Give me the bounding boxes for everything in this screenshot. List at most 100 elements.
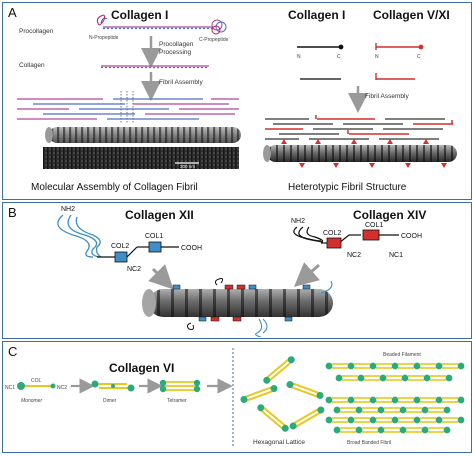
panel-b: B Collagen XII Collagen XIV NH2 COL2 COL… [2,202,472,339]
xiv-nc2-label: NC2 [347,252,361,259]
collagen-i-title: Collagen I [111,8,168,22]
filament-bead [399,426,407,434]
collagen-v-xi-molecule: N C [375,43,424,60]
filament-bead [325,416,333,424]
heterotypic-molecules [265,115,453,140]
xii-col2-label: COL2 [111,243,129,250]
tetramer-label: Tetramer [167,398,187,404]
n-label-right: N [375,54,379,60]
xiv-nh2-label: NH2 [291,218,305,225]
xiv-col2-box [326,237,342,249]
filament-bead [413,362,421,370]
xii-cooh-label: COOH [181,245,202,252]
filament-bead [413,416,421,424]
collagen-v-short [375,73,415,80]
filament-bead [347,396,355,404]
hexagonal-lattice [240,356,325,432]
xiv-cooh-label: COOH [401,233,422,240]
scale-bar-label: 300 nm [180,164,195,169]
collagen-xiv-title: Collagen XIV [353,208,426,222]
processing-label-1: Procollagen [159,41,194,48]
nc2-label: NC2 [57,385,67,391]
collagen-i-title-right: Collagen I [288,8,345,22]
xii-rod [97,246,179,258]
filament-bead [377,426,385,434]
xii-col1-label: COL1 [145,233,163,240]
filament-bead [347,362,355,370]
collagen-v-xi-title: Collagen V/XI [373,8,450,22]
caption-heterotypic: Heterotypic Fibril Structure [288,182,407,193]
dimer-label: Dimer [103,398,117,404]
panel-b-label: B [8,205,17,220]
filament-bead [355,406,363,414]
monomer [17,382,56,390]
filament-bead [421,406,429,414]
beaded-filament-label: Beaded Filament [383,352,421,358]
panel-a: A Collagen I Procollagen N-Propeptide C-… [2,2,472,200]
panel-a-label: A [8,5,17,20]
heterotypic-fibril [263,139,457,168]
n-label-left: N [297,54,301,60]
filament-bead [369,396,377,404]
filament-bead [401,374,409,382]
broad-banded-fibril [325,396,465,434]
filament-bead [333,406,341,414]
filament-bead [391,396,399,404]
procollagen-label: Procollagen [19,28,54,35]
filament-bead [435,416,443,424]
filament-bead [333,426,341,434]
nc1-label: NC1 [5,385,15,391]
caption-molecular-assembly: Molecular Assembly of Collagen Fibril [31,182,198,193]
xiv-arrow [293,262,320,287]
xiv-nc1-label: NC1 [389,252,403,259]
filament-bead [347,416,355,424]
xiv-col1-box [362,229,380,241]
filament-bead [399,406,407,414]
filament-bead [325,396,333,404]
filament-bead [445,374,453,382]
xiv-col2-label: COL2 [323,230,341,237]
staggered-molecules [17,91,239,123]
filament-bead [325,362,333,370]
collagen-molecule [101,65,209,69]
filament-bead [421,426,429,434]
panel-c: C Collagen VI NC1 COL NC2 Monomer Dimer [2,341,472,453]
xii-nc3-domain [57,214,102,258]
beaded-filament [325,362,465,382]
xiv-nc3-domain [293,226,324,243]
procollagen-molecule [96,14,227,35]
xii-col1-box [148,241,162,253]
filament-bead [443,426,451,434]
panel-c-label: C [8,344,17,359]
broad-banded-label: Broad Banded Fibril [347,440,391,446]
xii-nc2-label: NC2 [127,266,141,273]
n-propeptide-label: N-Propeptide [89,35,119,41]
c-propeptide-label: C-Propeptide [199,37,229,43]
col-label: COL [31,378,42,384]
collagen-xii-title: Collagen XII [125,208,194,222]
filament-bead [457,416,465,424]
dimer [91,380,135,392]
filament-bead [435,396,443,404]
collagen-vi-title: Collagen VI [109,361,174,375]
monomer-label: Monomer [21,398,42,404]
filament-bead [443,406,451,414]
filament-bead [357,374,365,382]
em-micrograph: 300 nm [43,147,239,169]
panel-b-drawing: B Collagen XII Collagen XIV NH2 COL2 COL… [8,205,426,338]
hexagonal-lattice-label: Hexagonal Lattice [253,439,305,446]
processing-label-2: Processing [159,49,192,56]
panel-c-drawing: C Collagen VI NC1 COL NC2 Monomer Dimer [5,344,465,446]
xiv-col1-label: COL1 [365,222,383,229]
xii-col2-box [114,251,128,263]
xii-arrow [148,264,174,290]
filament-bead [369,362,377,370]
filament-bead [335,374,343,382]
c-label-left: C [337,54,341,60]
fibril-assembly-left-label: Fibril Assembly [159,79,203,86]
filament-bead [457,362,465,370]
collagen-label: Collagen [19,62,45,69]
filament-bead [435,362,443,370]
filament-bead [391,362,399,370]
